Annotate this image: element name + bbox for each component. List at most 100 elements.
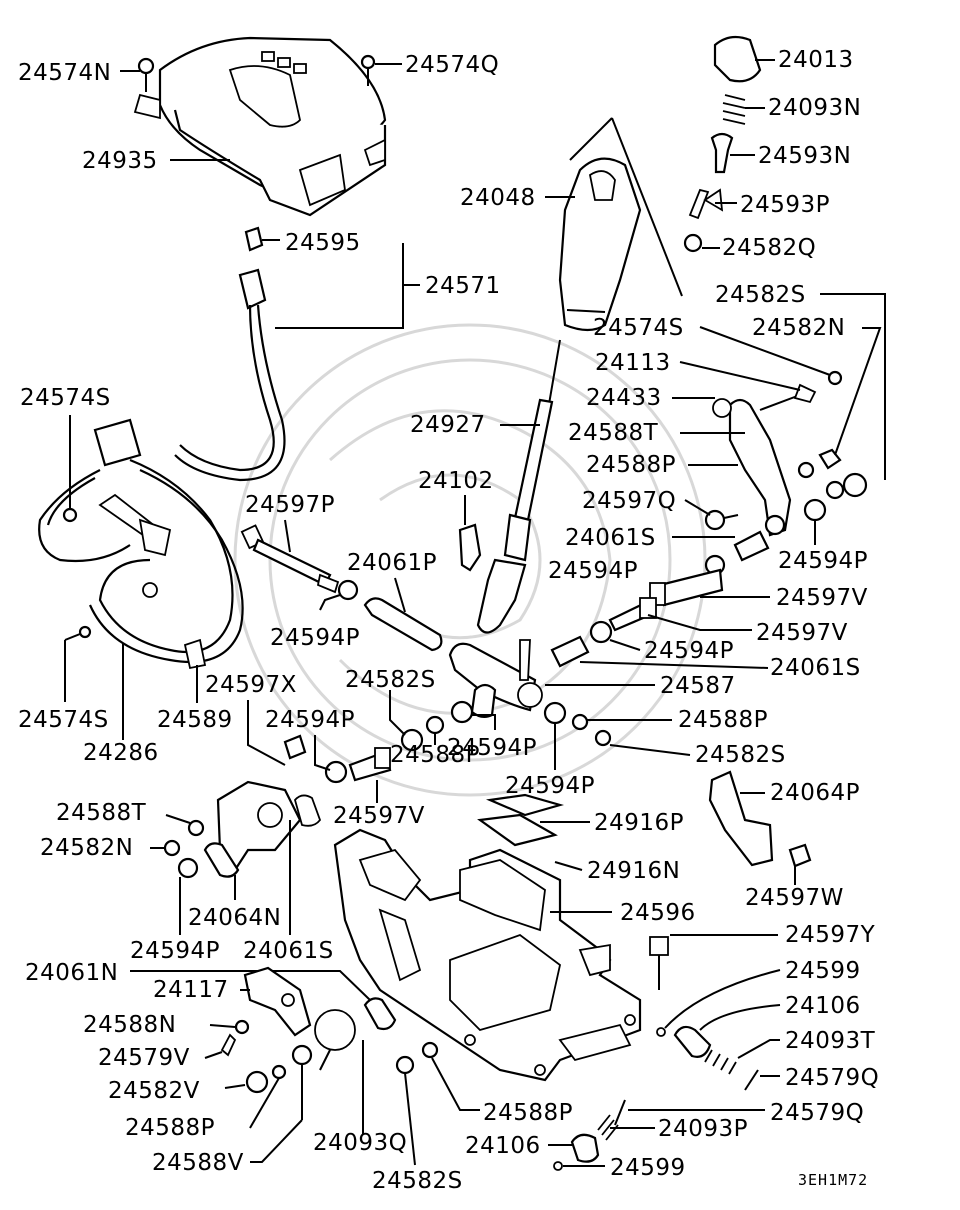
plunger-icon — [570, 1133, 600, 1163]
disc-icon — [291, 1044, 313, 1066]
part-number-label: 24594P — [447, 735, 537, 761]
connector-icon — [244, 226, 264, 252]
clip-part — [688, 188, 724, 220]
part-number-label: 24061N — [25, 960, 118, 986]
nut-icon — [797, 461, 815, 479]
part-number-label: 24574N — [18, 60, 111, 86]
part-number-label: 24574S — [20, 385, 111, 411]
part-number-label: 24588P — [125, 1115, 215, 1141]
spring-icon — [722, 94, 746, 125]
nut-icon — [683, 233, 703, 253]
nut-icon — [842, 472, 868, 498]
part-number-label: 24286 — [83, 740, 159, 766]
washer-icon — [187, 819, 205, 837]
part-number-label: 24582S — [372, 1168, 463, 1194]
part-number-label: 24588V — [152, 1150, 244, 1176]
washer-icon — [421, 1041, 439, 1059]
part-number-label: 24594P — [778, 548, 868, 574]
part-number-label: 24061P — [347, 550, 437, 576]
part-number-label: 24582V — [108, 1078, 200, 1104]
part-number-label: 24594P — [270, 625, 360, 651]
washer-icon — [571, 713, 589, 731]
bushing-icon — [803, 498, 827, 522]
pin-icon — [220, 1033, 237, 1057]
screw-icon — [827, 370, 843, 386]
part-number-label: 24102 — [418, 468, 494, 494]
part-number-label: 24595 — [285, 230, 361, 256]
bracket-part — [458, 523, 482, 572]
part-number-label: 24597Y — [785, 922, 876, 948]
bolt-icon — [649, 568, 724, 607]
bushing-icon — [543, 701, 567, 725]
nut-icon — [395, 1055, 415, 1075]
part-number-label: 24597W — [745, 885, 844, 911]
part-number-label: 24574S — [18, 707, 109, 733]
part-number-label: 24582Q — [722, 235, 816, 261]
bushing-icon — [589, 620, 613, 644]
bushing-icon — [177, 857, 199, 879]
pin-icon — [614, 1099, 626, 1126]
screw-icon — [64, 625, 92, 641]
part-number-label: 24061S — [243, 938, 334, 964]
part-number-label: 24597V — [776, 585, 868, 611]
nut-icon — [825, 480, 845, 500]
shift-lever-part — [476, 339, 561, 634]
bracket-part — [203, 780, 322, 878]
part-number-label: 24106 — [785, 993, 861, 1019]
pipe-icon — [733, 530, 770, 562]
connector-icon — [238, 268, 267, 310]
part-number-label: 24048 — [460, 185, 536, 211]
part-number-label: 24093N — [768, 95, 861, 121]
part-number-label: 24013 — [778, 47, 854, 73]
part-number-label: 24594P — [548, 558, 638, 584]
spring-icon — [704, 1049, 737, 1075]
bushing-icon — [450, 700, 474, 724]
part-number-label: 24597X — [205, 672, 297, 698]
bushing-icon — [324, 760, 348, 784]
part-number-label: 24061S — [770, 655, 861, 681]
part-number-label: 24113 — [595, 350, 671, 376]
part-number-label: 24588P — [586, 452, 676, 478]
washer-icon — [234, 1019, 250, 1035]
wire-harness-part — [174, 304, 286, 482]
part-number-label: 24582N — [752, 315, 845, 341]
part-number-label: 24579V — [98, 1045, 190, 1071]
nut-icon — [163, 839, 181, 857]
pin-part — [710, 132, 734, 174]
part-number-label: 24106 — [465, 1133, 541, 1159]
part-number-label: 24579Q — [770, 1100, 864, 1126]
bushing-icon — [337, 579, 359, 601]
cross-shaft-part — [448, 639, 543, 719]
washer-icon — [271, 1064, 287, 1080]
part-number-label: 24064P — [770, 780, 860, 806]
screw-icon — [704, 509, 739, 531]
bolt-icon — [283, 734, 307, 760]
part-number-label: 24916N — [587, 858, 680, 884]
part-number-label: 24571 — [425, 273, 501, 299]
ball-icon — [656, 1027, 666, 1037]
part-number-label: 24588T — [56, 800, 147, 826]
clip-part — [243, 966, 312, 1037]
part-number-label: 24582S — [715, 282, 806, 308]
part-number-label: 24594P — [265, 707, 355, 733]
wire-harness-part — [38, 418, 244, 670]
screw-icon — [137, 57, 155, 92]
part-number-label: 24579Q — [785, 1065, 879, 1091]
part-number-label: 24574Q — [405, 52, 499, 78]
part-number-label: 24594P — [644, 638, 734, 664]
part-number-label: 24916P — [594, 810, 684, 836]
spring-icon — [314, 1009, 356, 1071]
part-number-label: 24599 — [785, 958, 861, 984]
knob-button-part — [713, 35, 762, 83]
part-number-label: 24927 — [410, 412, 486, 438]
part-number-label: 24593P — [740, 192, 830, 218]
bolt-icon — [608, 597, 657, 632]
nut-icon — [594, 729, 612, 747]
detent-bracket-part — [712, 398, 792, 537]
plate-part — [477, 793, 565, 847]
part-number-label: 24582S — [345, 667, 436, 693]
part-number-label: 24597Q — [582, 488, 676, 514]
screw-icon — [360, 54, 376, 86]
screw-icon — [759, 383, 817, 411]
